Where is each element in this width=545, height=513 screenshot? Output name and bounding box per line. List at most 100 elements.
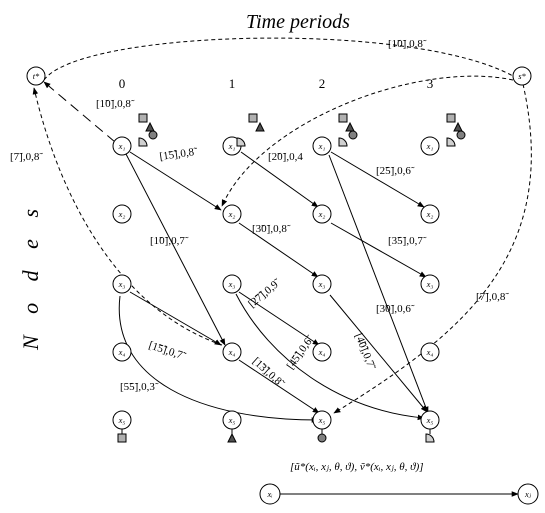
- edge-label-x2-x3-2: [3̃5̃],0,7̃: [388, 235, 427, 247]
- legend-from-node: [259, 483, 281, 505]
- svg-text:x₅: x₅: [228, 415, 236, 425]
- period-1-label: 1: [229, 76, 236, 91]
- edge-x3-1-to-x4-2: [238, 291, 320, 346]
- node-x4-period-1: x₄: [222, 342, 242, 362]
- circle-marker-p3: [456, 130, 466, 140]
- edge-label-x4-x5-1: [1̃3̃],0,8̃: [250, 355, 287, 390]
- triangle-marker-p2: [345, 121, 355, 132]
- node-x2-period-3: x₂: [420, 204, 440, 224]
- svg-text:x₂: x₂: [228, 209, 236, 219]
- grid-nodes: x₁ x₁ x₁ x₁ x₂ x₂ x₂ x₂ x₃ x₃ x₃ x₃ x₄ x₄ x₄ x₄ x₅ x₅ x₅ x₅: [112, 136, 440, 430]
- edge-label-x3-x5-2: [4̃0̃],0,7̃: [352, 332, 378, 372]
- square-marker-p1: [248, 113, 258, 123]
- edge-label-top-right: [1̃0̃],0,8̃: [388, 38, 427, 50]
- square-marker-p2: [338, 113, 348, 123]
- edge-x4-1-to-x5-2: [238, 359, 320, 414]
- legend-to-node-label: xⱼ: [524, 489, 532, 499]
- node-x4-period-3: x₄: [420, 342, 440, 362]
- svg-text:x₃: x₃: [426, 279, 434, 289]
- node-x4-period-0: x₄: [112, 342, 132, 362]
- edge-label-x1-x2-2: [2̃5̃],0,6̃: [376, 165, 415, 177]
- triangle-marker-p3: [453, 121, 463, 132]
- svg-text:x₄: x₄: [426, 347, 434, 357]
- node-x4-period-2: x₄: [312, 342, 332, 362]
- node-x5-period-2: x₅: [312, 410, 332, 430]
- node-x5-period-3: x₅: [420, 410, 440, 430]
- edge-x3-1-to-x5-3: [235, 293, 425, 421]
- svg-text:s*: s*: [518, 71, 526, 81]
- node-x1-period-3: x₁: [420, 136, 440, 156]
- svg-text:x₁: x₁: [228, 141, 236, 151]
- nodes-axis-label: N o d e s: [18, 201, 43, 351]
- edge-x1-0-to-x2-1: [129, 151, 222, 211]
- svg-text:x₁: x₁: [426, 141, 434, 151]
- edge-label-x3-x4-1: [2̃7̃],0,9̃: [246, 276, 283, 310]
- legend-to-node: [517, 483, 539, 505]
- svg-text:x₄: x₄: [318, 347, 326, 357]
- edge-label-x3-x4-0: [1̃5̃],0,7̃: [147, 339, 188, 362]
- quarter-marker-p0: [138, 137, 148, 147]
- dashed-edges: [32, 37, 532, 414]
- quarter-marker-x5-p3: [425, 433, 435, 443]
- svg-text:t*: t*: [33, 71, 40, 81]
- node-x1-period-0: x₁: [112, 136, 132, 156]
- quarter-marker-p3: [446, 137, 456, 147]
- source-node: t*: [26, 66, 46, 86]
- circle-marker-p0: [148, 130, 158, 140]
- svg-text:x₃: x₃: [228, 279, 236, 289]
- node-x1-period-2: x₁: [312, 136, 332, 156]
- period-2-label: 2: [319, 76, 326, 91]
- svg-text:x₁: x₁: [318, 141, 326, 151]
- edge-x1-0-to-source: [43, 81, 116, 143]
- edge-x3-0-to-x5-2: [118, 295, 319, 423]
- svg-text:x₄: x₄: [228, 347, 236, 357]
- circle-marker-p2: [348, 130, 358, 140]
- edge-label-x2-x3-1: [3̃0̃],0,8̃: [252, 223, 291, 235]
- edge-x1-2-to-x5-3: [328, 154, 429, 414]
- edge-x3-0-to-x4-1: [129, 291, 222, 346]
- edge-sink-to-x2-1: [221, 75, 514, 207]
- legend-formula: [ũ*(xᵢ, xⱼ, θ, ϑ), ṽ*(xᵢ, xⱼ, θ, ϑ)]: [290, 461, 424, 473]
- node-x5-period-0: x₅: [112, 410, 132, 430]
- triangle-marker-x5-p1: [227, 432, 237, 443]
- edge-top-arc: [43, 37, 514, 81]
- quarter-marker-p2: [338, 137, 348, 147]
- svg-text:x₁: x₁: [118, 141, 126, 151]
- square-marker-p3: [446, 113, 456, 123]
- edge-sink-to-x5-2: [333, 83, 532, 414]
- edge-x1-0-to-x4-1: [125, 153, 226, 346]
- edge-label-left-arc: [7̃],0,8̃: [10, 151, 43, 163]
- edge-label-x3-x5-1: [4̃5̃],0,6̃: [285, 333, 317, 372]
- svg-text:x₂: x₂: [426, 209, 434, 219]
- node-x3-period-2: x₃: [312, 274, 332, 294]
- sink-node: s*: [512, 66, 532, 86]
- legend-from-node-label: xᵢ: [266, 489, 272, 499]
- edge-x2-1-to-x3-2: [238, 222, 319, 278]
- node-x5-period-1: x₅: [222, 410, 242, 430]
- period-0-label: 0: [119, 76, 126, 91]
- triangle-marker-p0: [145, 121, 155, 132]
- edge-label-x1-x2-1: [2̃0̃],0,4: [268, 151, 303, 163]
- svg-text:x₂: x₂: [318, 209, 326, 219]
- node-x2-period-0: x₂: [112, 204, 132, 224]
- resource-markers: [117, 113, 466, 443]
- square-marker-x5-p0: [117, 433, 127, 443]
- edge-x3-2-to-x5-3: [329, 294, 428, 413]
- svg-text:x₄: x₄: [118, 347, 126, 357]
- edge-x2-2-to-x3-3: [330, 222, 427, 278]
- svg-text:x₅: x₅: [426, 415, 434, 425]
- diagram-title: Time periods: [246, 11, 350, 33]
- circle-marker-x5-p2: [317, 433, 327, 443]
- node-x2-period-1: x₂: [222, 204, 242, 224]
- svg-text:x₅: x₅: [118, 415, 126, 425]
- edge-label-x1-x4-0: [1̃0̃],0,7̃: [150, 235, 189, 247]
- edge-label-top-left: [1̃0̃],0,8̃: [96, 98, 135, 110]
- square-marker-p0: [138, 113, 148, 123]
- quarter-marker-p1: [236, 137, 246, 147]
- svg-text:x₃: x₃: [118, 279, 126, 289]
- triangle-marker-p1: [255, 121, 265, 132]
- edge-label-right-arc: [7̃],0,8̃: [476, 291, 509, 303]
- edge-x1-2-to-x2-3: [330, 151, 425, 208]
- node-x3-period-3: x₃: [420, 274, 440, 294]
